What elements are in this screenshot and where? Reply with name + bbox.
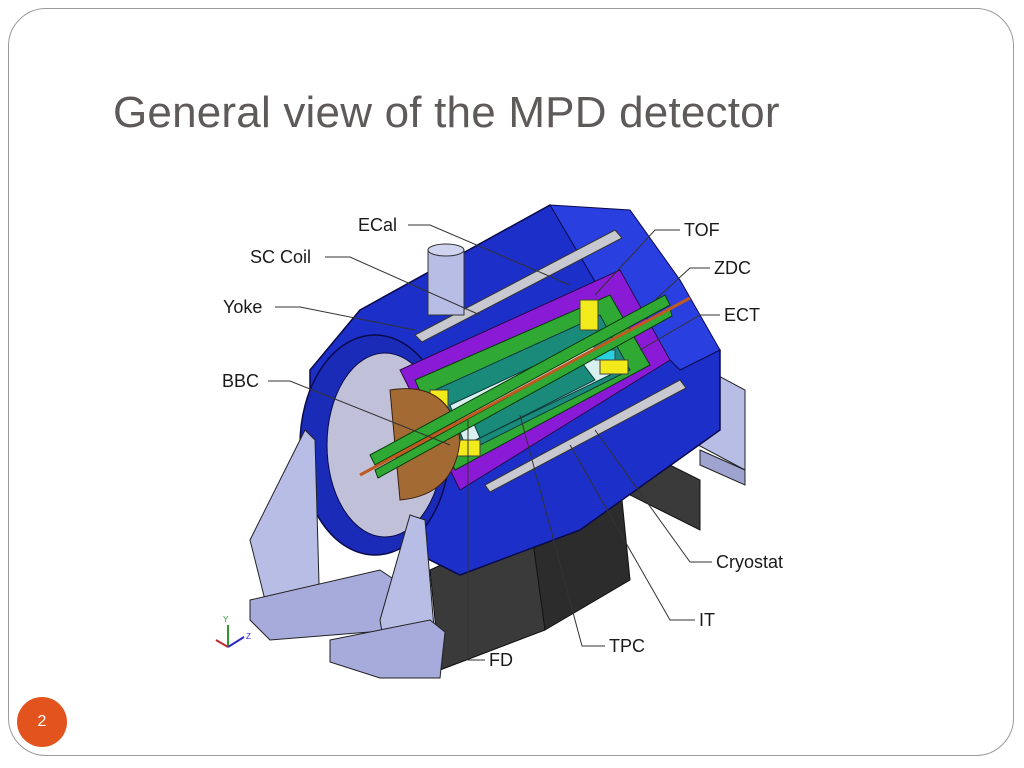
label-it: IT (699, 610, 715, 630)
front-supports (249, 429, 446, 679)
rails (414, 229, 687, 493)
leader-lines (268, 224, 720, 661)
zdc-beampipe (359, 294, 691, 479)
chimney (427, 243, 465, 316)
slide-title: General view of the MPD detector (113, 88, 780, 137)
axis-triad-icon: Y Z (215, 615, 251, 648)
axis-y-label: Y (223, 615, 229, 624)
page-number-badge: 2 (17, 697, 67, 747)
label-ect: ECT (724, 305, 760, 325)
label-yoke: Yoke (223, 297, 262, 317)
mpd-detector-diagram: ECal SC Coil Yoke BBC TOF ZDC ECT Cryost… (215, 204, 783, 679)
label-fd: FD (489, 650, 513, 670)
label-bbc: BBC (222, 371, 259, 391)
label-tof: TOF (684, 220, 720, 240)
axis-z-label: Z (246, 632, 251, 641)
label-zdc: ZDC (714, 258, 751, 278)
label-ecal: ECal (358, 215, 397, 235)
label-cryostat: Cryostat (716, 552, 783, 572)
label-tpc: TPC (609, 636, 645, 656)
label-sc-coil: SC Coil (250, 247, 311, 267)
